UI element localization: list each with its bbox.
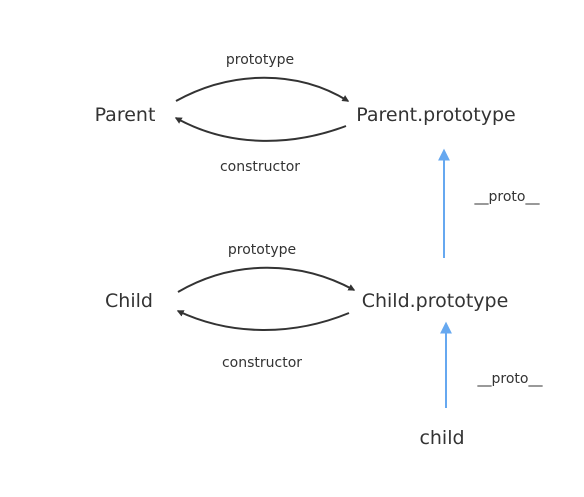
node-child: Child — [105, 290, 153, 312]
edge-label-parent-constructor: constructor — [220, 159, 300, 175]
node-child-instance: child — [419, 427, 464, 449]
child-prototype-arrow — [177, 266, 356, 293]
edge-label-child-proto-chain: __proto__ — [474, 189, 541, 205]
node-child-prototype: Child.prototype — [362, 290, 509, 312]
edge-label-parent-prototype: prototype — [226, 52, 294, 68]
node-parent: Parent — [95, 104, 156, 126]
parent-prototype-arrow — [175, 76, 350, 102]
node-parent-prototype: Parent.prototype — [356, 104, 515, 126]
edge-label-child-prototype: prototype — [228, 242, 296, 258]
child-constructor-arrow — [176, 310, 350, 331]
edge-label-child-constructor: constructor — [222, 355, 302, 371]
parent-constructor-arrow — [174, 117, 347, 142]
edge-label-instance-proto-chain: __proto__ — [477, 371, 544, 387]
